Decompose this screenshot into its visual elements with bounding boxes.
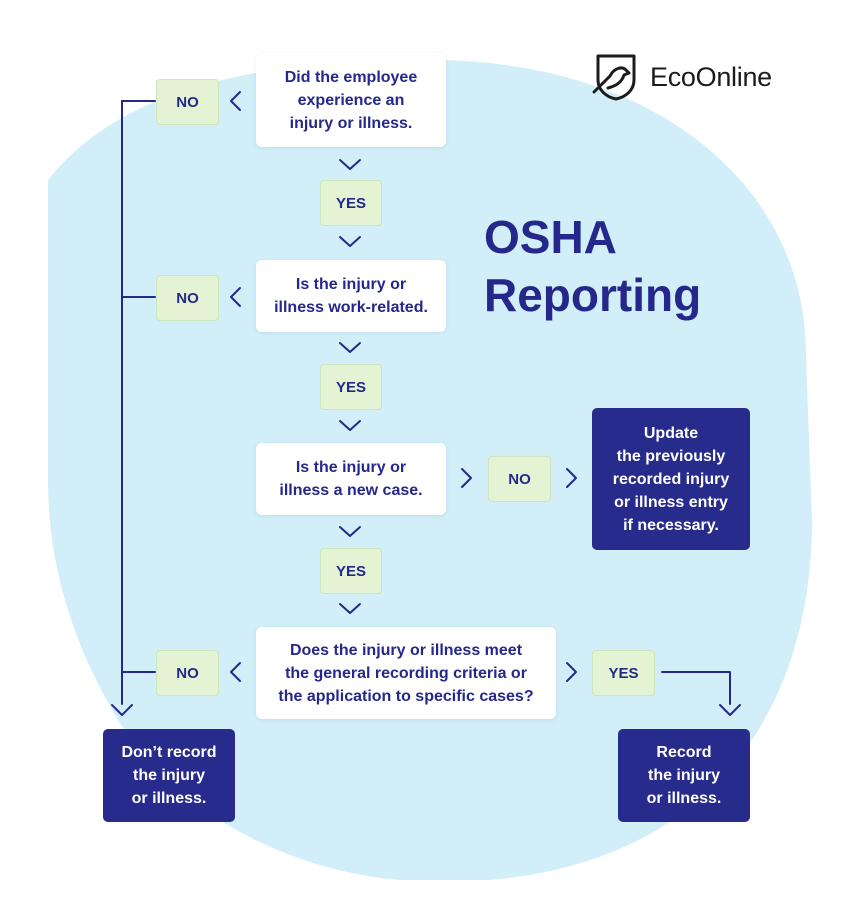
question-new-case: Is the injury or illness a new case. xyxy=(256,443,446,515)
question-injury-or-illness: Did the employee experience an injury or… xyxy=(256,53,446,147)
outcome-record: Record the injury or illness. xyxy=(618,729,750,822)
yes-chip: YES xyxy=(320,180,382,226)
yes-chip: YES xyxy=(592,650,655,696)
question-work-related: Is the injury or illness work-related. xyxy=(256,260,446,332)
no-chip: NO xyxy=(156,275,219,321)
ecoonline-logo: EcoOnline xyxy=(592,52,772,102)
brand-name: EcoOnline xyxy=(650,61,772,92)
outcome-dont-record: Don’t record the injury or illness. xyxy=(103,729,235,822)
no-chip: NO xyxy=(156,79,219,125)
page-title: OSHA Reporting xyxy=(484,211,702,321)
no-chip: NO xyxy=(488,456,551,502)
yes-chip: YES xyxy=(320,548,382,594)
bird-shield-icon xyxy=(592,54,636,101)
question-recording-criteria: Does the injury or illness meet the gene… xyxy=(256,627,556,719)
no-chip: NO xyxy=(156,650,219,696)
outcome-update-entry: Update the previously recorded injury or… xyxy=(592,408,750,550)
yes-chip: YES xyxy=(320,364,382,410)
